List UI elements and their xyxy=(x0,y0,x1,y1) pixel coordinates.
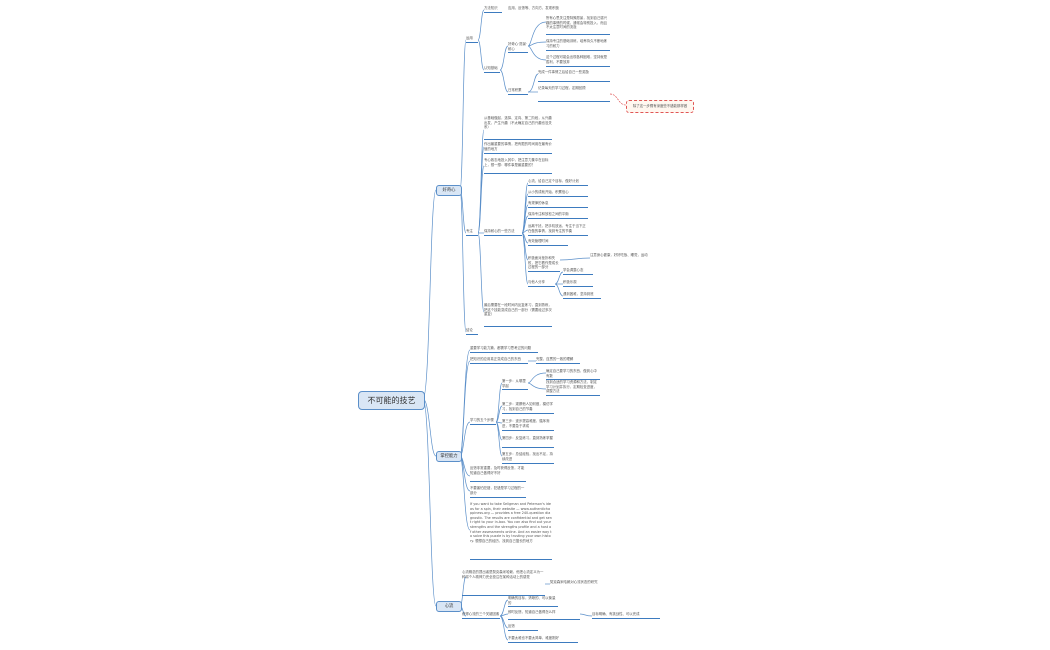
topic-node[interactable]: 把知识的应用真正变成自己的东西 xyxy=(470,357,528,364)
topic-node[interactable]: 学习的五个步骤 xyxy=(470,418,496,425)
topic-node[interactable]: 目标明确、有挑战性、可以完成 xyxy=(592,612,660,619)
topic-node[interactable]: 所有心思关注是特殊愿景，找到自己感兴趣的事情的时候，通常会特别投入，而且不太注意… xyxy=(546,16,610,35)
topic-node[interactable]: 确定自己要学习的东西，做到心中有数 xyxy=(546,369,600,381)
topic-node[interactable]: 遇到困难，坚持到底 xyxy=(563,292,601,299)
topic-node[interactable]: 有规律的休息 xyxy=(528,201,588,208)
root-topic[interactable]: 不可能的技艺 xyxy=(358,391,425,410)
topic-node[interactable]: 保持耐心的一些方法 xyxy=(484,229,522,236)
topic-node[interactable]: 获得心流的三个关键因素 xyxy=(462,612,500,619)
topic-node[interactable]: 第一步：从哪里学起 xyxy=(502,379,528,391)
topic-node[interactable]: 第五步：总结经验，找出不足，持续改进 xyxy=(502,452,554,464)
topic-node[interactable]: 记录每天的学习过程，定期回顾 xyxy=(538,86,610,102)
topic-node[interactable]: 专心致志地投入其中，把注意力集中在目标上，想一想：哪件事是最重要的？ xyxy=(484,158,552,174)
topic-node[interactable]: 重要学习能力篇，都需学习思考过的问题 xyxy=(470,346,538,353)
topic-node[interactable]: 运用 xyxy=(466,36,478,43)
callout-note[interactable]: 除了这一步骤有深度些不错能那样做 xyxy=(626,100,694,113)
topic-node[interactable]: 有效管理时间 xyxy=(528,239,568,246)
topic-node[interactable]: 不要害怕犯错，犯错是学习过程的一部分 xyxy=(470,486,526,498)
topic-node[interactable]: 心流、给自己定个目标，做好计划 xyxy=(528,179,588,186)
topic-node[interactable]: 契克森米哈赖对心流状态的研究 xyxy=(550,580,598,584)
main-topic-mastery[interactable]: 掌控能力 xyxy=(436,451,462,462)
topic-node[interactable]: 结论 xyxy=(466,328,478,335)
topic-node[interactable]: If you want to take Seligman and Peterso… xyxy=(470,502,552,560)
topic-node[interactable]: 作出最重要的事情，把有限的时间用在最有价值的地方 xyxy=(484,142,552,154)
topic-node[interactable]: 好奇心·愿景·耐心 xyxy=(508,42,528,54)
topic-node[interactable]: 从基础做起，选择、定向、第二阶段，从兴趣出发，产生兴趣（不太确定自己的兴趣也没关… xyxy=(484,116,552,140)
topic-node[interactable]: 保持专注和放松之间的平衡 xyxy=(528,212,588,219)
topic-node[interactable]: 积极乐观 xyxy=(563,280,593,287)
main-topic-curiosity[interactable]: 好奇心 xyxy=(436,185,462,196)
main-topic-flow[interactable]: 心流 xyxy=(436,601,462,612)
topic-node[interactable]: 认知基础 xyxy=(484,66,500,73)
topic-node[interactable]: 应用、反馈等、方向方、发现积极 xyxy=(508,6,559,10)
topic-node[interactable]: 完整、连贯的一致的理解 xyxy=(536,357,580,364)
topic-node[interactable]: 反馈 xyxy=(508,624,538,631)
topic-node[interactable]: 注意身心健康，好好吃饭、睡觉，运动 xyxy=(590,253,648,257)
topic-node[interactable]: 不要太难也不要太简单，难度刚好 xyxy=(508,636,578,643)
topic-node[interactable]: 方法知识 xyxy=(484,6,502,13)
topic-node[interactable]: 远离干扰，把手机放远，专注于当下正在做的事情，找到专注的节奏 xyxy=(528,224,588,236)
topic-node[interactable]: 日常积累 xyxy=(508,88,528,95)
topic-node[interactable]: 专注 xyxy=(466,229,478,236)
topic-node[interactable]: 第四步：反复练习，直到熟练掌握 xyxy=(502,436,554,448)
topic-node[interactable]: 最后需要在一段时间内反复练习，直到熟练，把这个技能变成自己的一部分（需要经过多次… xyxy=(484,303,552,327)
topic-node: 挑战与技能的平衡 xyxy=(560,625,568,626)
topic-node[interactable]: 保持专注的基础训练，培养持久不断地练习的耐力 xyxy=(546,39,610,51)
topic-node[interactable]: 完成一件事情之后给自己一些奖励 xyxy=(538,70,610,82)
topic-node[interactable]: 积极面对挫折和失败，把它看作是成长过程的一部分 xyxy=(528,256,560,272)
topic-node[interactable]: 明确的目标，清晰的、可以衡量的 xyxy=(508,596,558,608)
topic-node[interactable]: 这个过程可能会出现各种困难，坚持就是胜利，不要放弃 xyxy=(546,55,610,67)
topic-node[interactable]: 反馈非常重要，及时获得反馈，才能知道自己做得好不好 xyxy=(470,466,526,482)
topic-node[interactable]: 从小的成就开始，积累信心 xyxy=(528,190,588,197)
topic-node[interactable]: 第三步：逐步提高难度，循序渐进，不要急于求成 xyxy=(502,419,554,431)
topic-node[interactable]: 第二步：观察他人如何做，模仿学习，找到自己的节奏 xyxy=(502,402,554,414)
topic-node[interactable]: 心流概念的提出者是契克森米哈赖，他把心流定义为一种将个人精神力完全投注在某种活动… xyxy=(462,570,545,596)
topic-node[interactable]: 即时反馈，知道自己做得怎么样 xyxy=(508,610,580,620)
topic-node[interactable]: 学会调整心态 xyxy=(563,268,593,275)
topic-node[interactable]: 与他人分享 xyxy=(528,280,555,287)
topic-node[interactable]: 找到合适的学习资源和方法，制定学习计划并执行，定期检查进度，调整方法 xyxy=(546,380,600,396)
